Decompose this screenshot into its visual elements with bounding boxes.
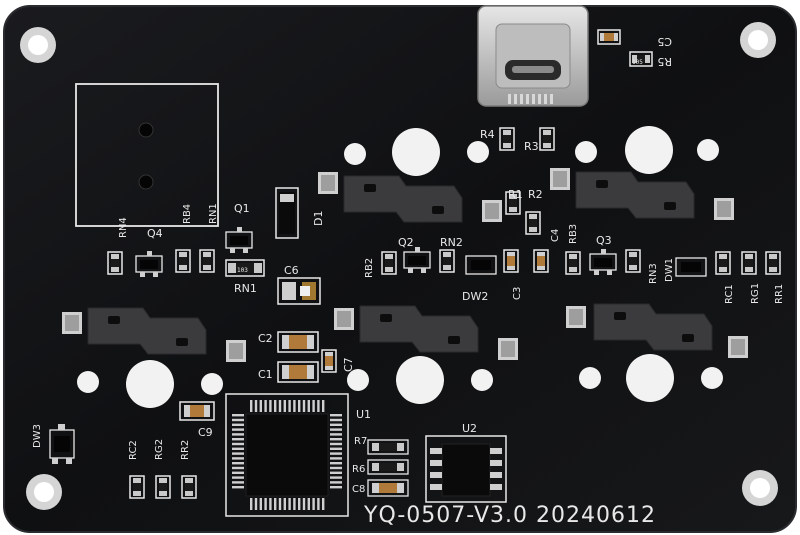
label-rc1: RC1 xyxy=(724,284,735,304)
label-c1: C1 xyxy=(258,368,273,381)
r7-res-body xyxy=(367,439,409,455)
module-outline xyxy=(75,83,219,227)
res-code: 105 xyxy=(632,59,643,66)
c8-cap-body xyxy=(367,479,409,497)
label-rr2: RR2 xyxy=(180,440,191,460)
label-c4: C4 xyxy=(550,229,561,242)
label-rg1: RG1 xyxy=(750,283,761,304)
d1-diode xyxy=(275,187,299,239)
res-code-b: 103 xyxy=(237,267,248,274)
label-dw2: DW2 xyxy=(462,290,488,303)
label-r7: R7 xyxy=(354,436,367,447)
usb-c-connector xyxy=(477,5,589,107)
board-model-line: YQ-0507-V3.0 20240612 xyxy=(363,503,656,528)
label-u2: U2 xyxy=(462,422,477,435)
pcb-board xyxy=(4,6,796,532)
label-rb4: RB4 xyxy=(182,204,193,224)
label-rc2: RC2 xyxy=(128,440,139,460)
c6-led xyxy=(277,277,321,305)
label-c9: C9 xyxy=(198,426,213,439)
label-q4: Q4 xyxy=(147,227,163,240)
label-c5: C5 xyxy=(657,35,672,48)
label-d1: D1 xyxy=(312,211,325,226)
label-c7: C7 xyxy=(342,357,355,372)
u2-chip xyxy=(425,435,507,503)
dw1-diode xyxy=(675,257,707,277)
label-rn1: RN1 xyxy=(234,282,257,295)
label-q2: Q2 xyxy=(398,236,414,249)
label-rr1: RR1 xyxy=(774,284,785,304)
label-rn4: RN4 xyxy=(118,217,129,238)
label-rn3: RN3 xyxy=(648,263,659,284)
label-r6: R6 xyxy=(352,464,365,475)
c2-cap-body xyxy=(277,331,319,353)
dw2-diode xyxy=(465,255,497,275)
dw3-diode xyxy=(49,424,75,464)
label-r4: R4 xyxy=(480,128,495,141)
r6-res-body xyxy=(367,459,409,475)
label-c8: C8 xyxy=(352,484,365,495)
label-r1: R1 xyxy=(508,188,523,201)
label-dw1: DW1 xyxy=(664,258,675,282)
label-dw3: DW3 xyxy=(32,424,43,448)
label-rn1-top: RN1 xyxy=(208,203,219,224)
label-rb3: RB3 xyxy=(568,224,579,244)
label-rb2: RB2 xyxy=(364,258,375,278)
c1-cap-body xyxy=(277,361,319,383)
label-q1: Q1 xyxy=(234,202,250,215)
label-c3: C3 xyxy=(512,287,523,300)
label-c6: C6 xyxy=(284,264,299,277)
label-rn2: RN2 xyxy=(440,236,463,249)
label-rg2: RG2 xyxy=(154,439,165,460)
c9-cap-body xyxy=(179,401,215,421)
label-r5: R5 xyxy=(657,55,672,68)
u1-mcu xyxy=(225,393,349,517)
label-r2: R2 xyxy=(528,188,543,201)
rn1-res xyxy=(225,259,265,277)
label-c2: C2 xyxy=(258,332,273,345)
switch-holes xyxy=(77,126,723,408)
label-u1: U1 xyxy=(356,408,371,421)
mounting-holes xyxy=(20,22,778,510)
label-r3: R3 xyxy=(524,140,539,153)
label-q3: Q3 xyxy=(596,234,612,247)
